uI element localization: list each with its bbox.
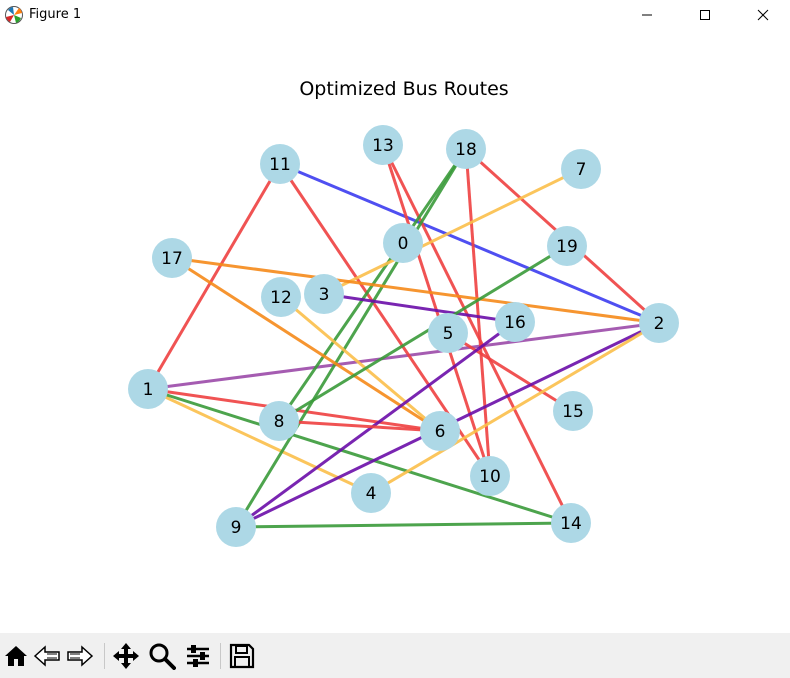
stop-node-label: 13	[372, 136, 394, 156]
stop-node-16	[495, 302, 535, 342]
back-button[interactable]	[31, 639, 63, 673]
stop-node-13	[363, 125, 403, 165]
stop-node-17	[152, 238, 192, 278]
stop-node-label: 11	[269, 155, 291, 175]
stop-node-1	[128, 369, 168, 409]
route-edge-8-6	[278, 419, 441, 433]
stop-node-7	[561, 149, 601, 189]
route-edge-9-14	[235, 521, 572, 529]
configure-subplots-button[interactable]	[182, 639, 214, 673]
network-graph: Optimized Bus Routes 0123456789101112131…	[128, 78, 679, 547]
stop-node-label: 4	[366, 484, 377, 504]
stop-node-label: 3	[319, 285, 330, 305]
route-edge-5-15	[447, 331, 574, 413]
stop-node-label: 0	[398, 234, 409, 254]
stop-node-5	[428, 313, 468, 353]
window-title: Figure 1	[29, 7, 82, 22]
zoom-icon	[149, 643, 176, 670]
save-button[interactable]	[226, 639, 258, 673]
route-edge-7-3	[323, 167, 582, 296]
stop-node-8	[259, 401, 299, 441]
stop-node-label: 17	[161, 249, 183, 269]
stop-node-4	[351, 473, 391, 513]
stop-node-19	[547, 226, 587, 266]
toolbar-separator	[104, 643, 105, 669]
minimize-button[interactable]	[618, 0, 676, 30]
save-icon	[229, 643, 255, 669]
minimize-icon	[642, 14, 652, 16]
stop-node-label: 18	[455, 140, 477, 160]
stop-node-label: 1	[143, 380, 154, 400]
stop-node-label: 15	[562, 402, 584, 422]
stop-node-label: 10	[479, 467, 501, 487]
maximize-icon	[700, 10, 710, 20]
stop-node-6	[420, 411, 460, 451]
stop-node-9	[216, 507, 256, 547]
title-bar: Figure 1	[0, 0, 790, 32]
route-edge-17-2	[171, 256, 660, 325]
route-edge-17-6	[171, 256, 441, 433]
route-edge-12-6	[280, 295, 441, 433]
toolbar-separator	[220, 643, 221, 669]
route-edge-1-11	[146, 163, 282, 390]
stop-node-14	[551, 503, 591, 543]
stop-node-label: 2	[654, 314, 665, 334]
stop-node-label: 6	[435, 422, 446, 442]
configure-subplots-icon	[187, 645, 209, 667]
back-icon	[33, 645, 60, 667]
stop-node-3	[304, 274, 344, 314]
forward-button[interactable]	[64, 639, 96, 673]
route-edge-1-14	[147, 387, 572, 525]
matplotlib-logo-icon	[4, 5, 24, 25]
forward-icon	[67, 645, 94, 667]
home-icon	[5, 646, 27, 666]
home-button[interactable]	[0, 639, 32, 673]
stop-node-18	[446, 129, 486, 169]
maximize-button[interactable]	[676, 0, 734, 30]
route-edge-16-9	[235, 320, 516, 529]
stop-node-label: 9	[231, 518, 242, 538]
zoom-button[interactable]	[146, 639, 178, 673]
route-edge-2-4	[370, 321, 660, 495]
stop-node-label: 7	[576, 160, 587, 180]
route-edge-13-14	[381, 144, 573, 524]
route-edge-1-2	[147, 321, 660, 391]
stop-node-10	[470, 456, 510, 496]
pan-icon	[113, 643, 139, 669]
route-edge-1-4	[147, 387, 372, 495]
navigation-toolbar	[0, 633, 790, 678]
stop-node-0	[383, 223, 423, 263]
stop-node-label: 19	[556, 237, 578, 257]
stop-node-11	[260, 144, 300, 184]
stop-node-label: 12	[270, 288, 292, 308]
route-edge-18-9	[234, 148, 468, 528]
stop-node-label: 16	[504, 313, 526, 333]
stop-node-2	[639, 303, 679, 343]
stop-node-label: 5	[443, 324, 454, 344]
chart-title: Optimized Bus Routes	[299, 78, 508, 100]
pan-button[interactable]	[110, 639, 142, 673]
route-edge-3-16	[323, 292, 516, 324]
close-button[interactable]	[734, 0, 790, 30]
stop-node-15	[553, 391, 593, 431]
route-edge-19-8	[278, 244, 568, 423]
stop-node-label: 8	[274, 412, 285, 432]
route-edge-11-2	[279, 162, 660, 325]
close-icon	[757, 9, 769, 21]
stop-node-12	[261, 277, 301, 317]
route-edge-18-10	[464, 148, 492, 477]
stop-node-label: 14	[560, 514, 582, 534]
